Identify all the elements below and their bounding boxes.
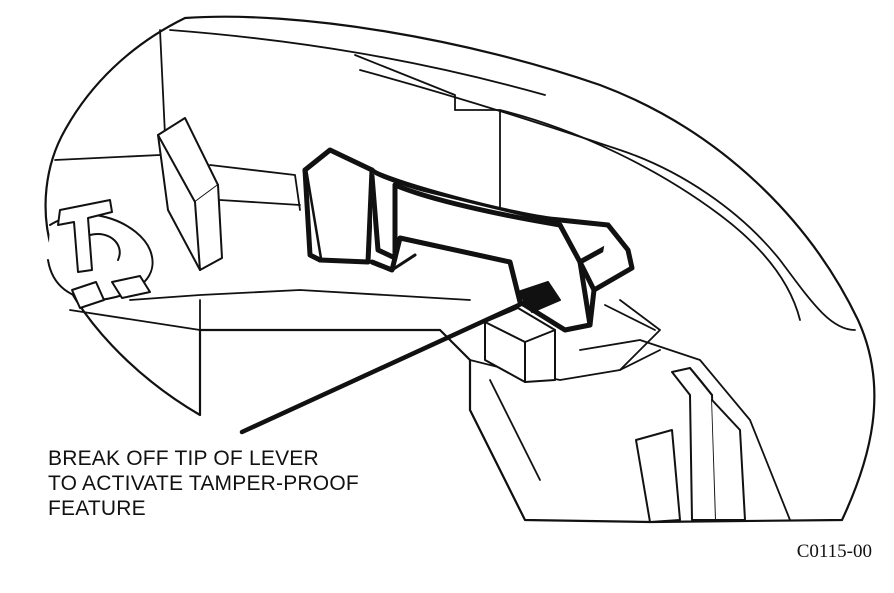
callout-line-2: TO ACTIVATE TAMPER-PROOF	[48, 472, 359, 495]
callout-line-3: FEATURE	[48, 497, 146, 520]
stop-block	[484, 307, 556, 383]
housing-outline	[44, 15, 876, 524]
figure-code: C0115-00	[796, 541, 872, 562]
housing-internal-lines	[54, 29, 856, 521]
pivot-line	[390, 253, 417, 272]
callout-line-1: BREAK OFF TIP OF LEVER	[48, 447, 319, 470]
left-mount-assembly	[47, 199, 154, 309]
leader-line	[239, 290, 548, 435]
lower-right-posts	[635, 367, 746, 523]
lever-assembly	[302, 147, 635, 333]
upper-left-post	[157, 117, 223, 271]
